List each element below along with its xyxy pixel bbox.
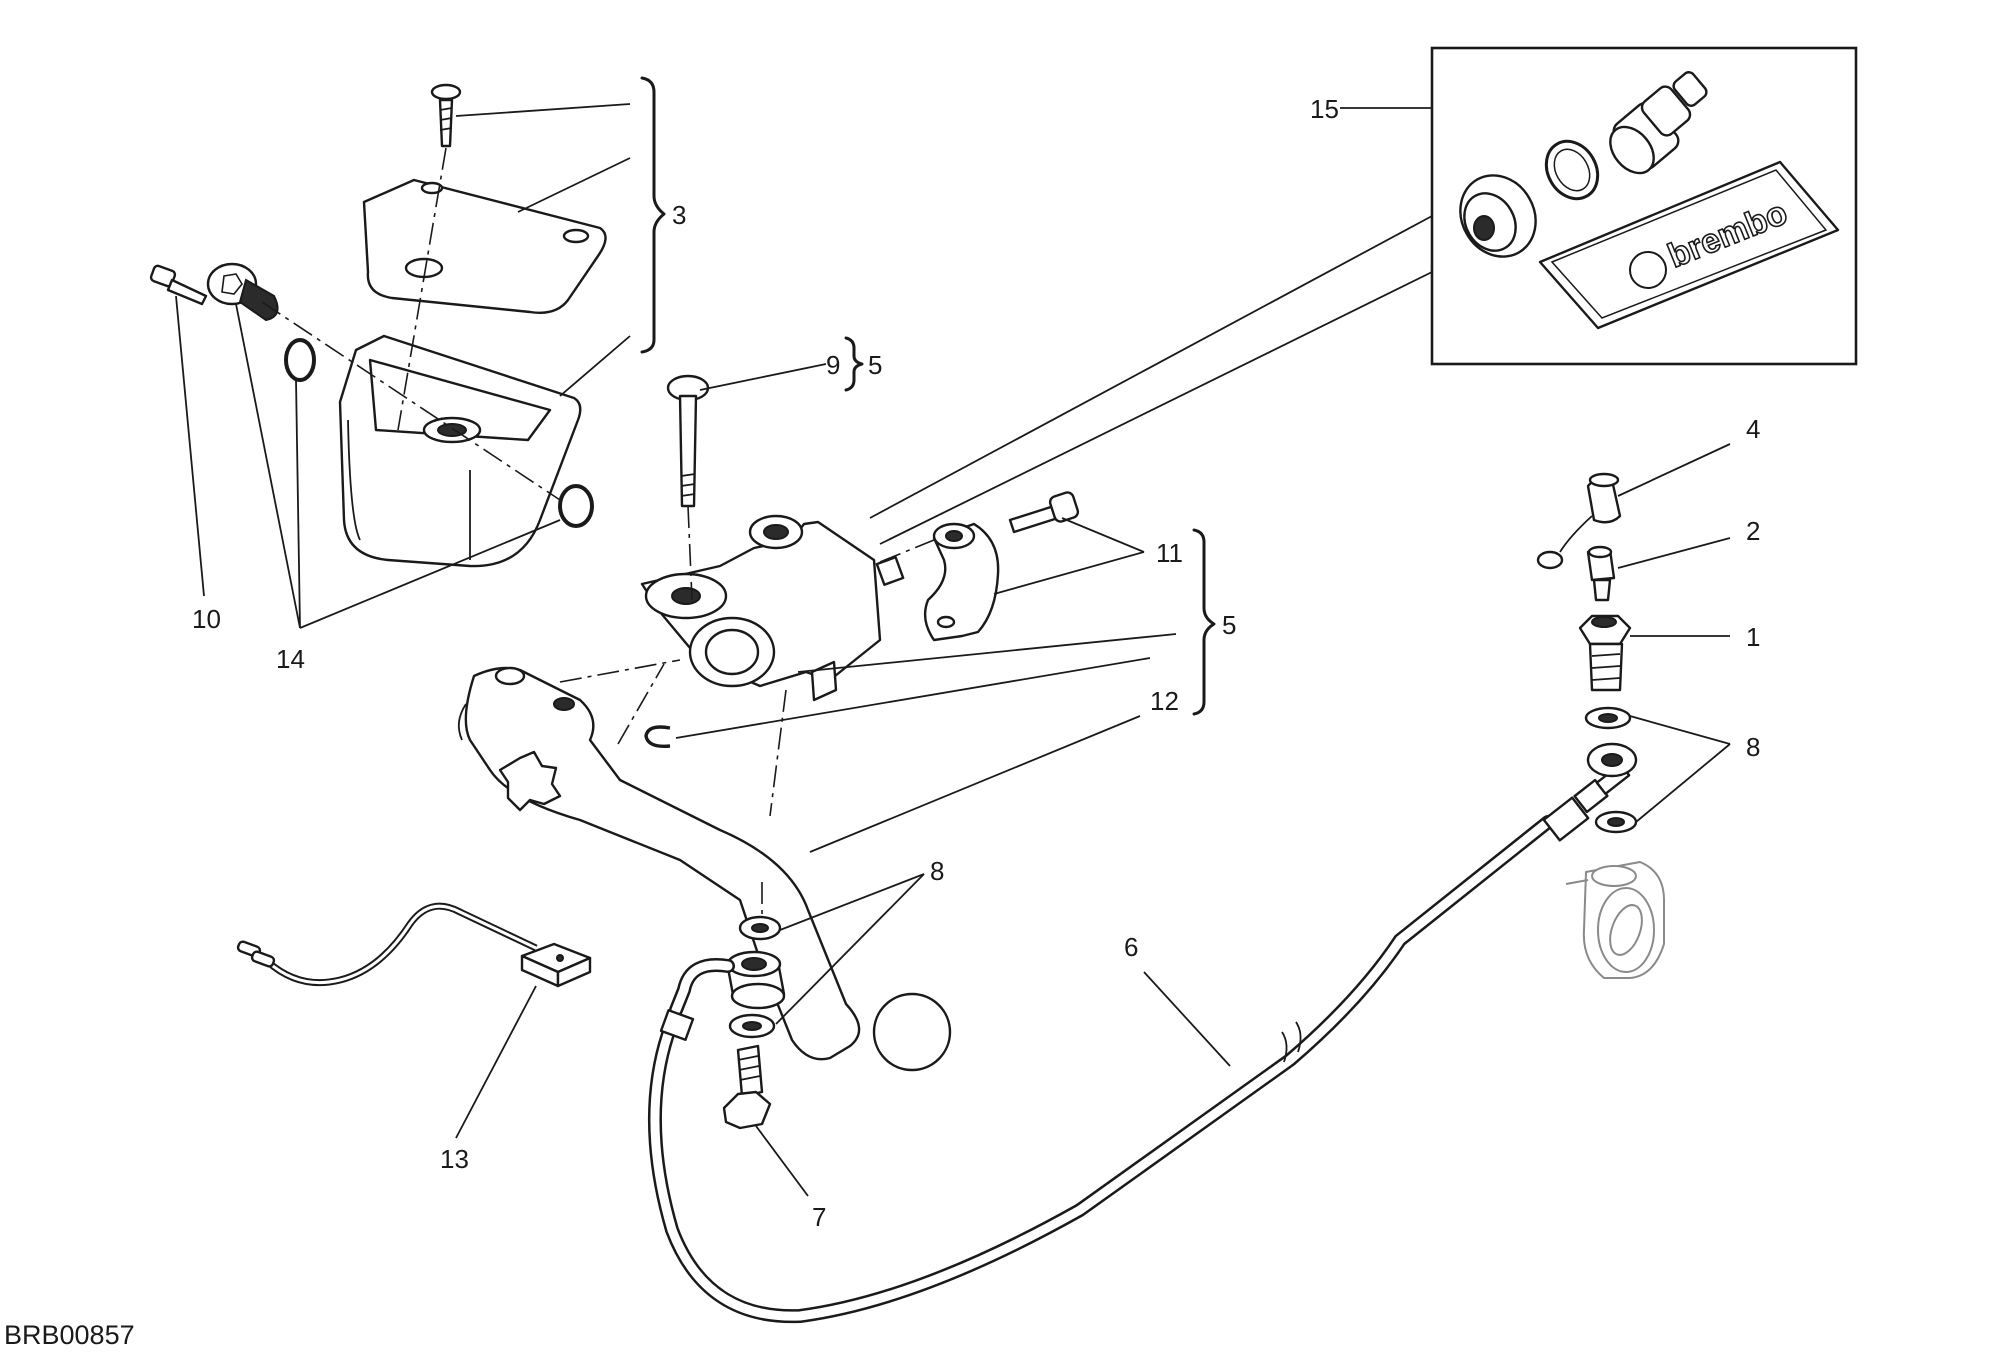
pivot-bolt-9 bbox=[666, 374, 710, 508]
lever-tip bbox=[872, 992, 952, 1072]
callout-1: 1 bbox=[1746, 622, 1760, 652]
kit-seal bbox=[1459, 174, 1537, 258]
callout-14: 14 bbox=[276, 644, 305, 674]
brembo-logo-icon bbox=[1629, 251, 1667, 289]
reservoir-cover bbox=[362, 178, 607, 314]
fitting-1 bbox=[1578, 614, 1632, 692]
brace-9 bbox=[844, 336, 864, 392]
slave-cylinder-ghost bbox=[1565, 861, 1665, 979]
callout-9: 9 bbox=[826, 350, 840, 380]
axis-lever-pin bbox=[617, 663, 665, 745]
axis-pivot bbox=[687, 505, 693, 601]
master-cylinder-body bbox=[640, 514, 905, 702]
brace-3 bbox=[640, 76, 666, 354]
axis-clamp bbox=[879, 539, 935, 563]
callout-4: 4 bbox=[1746, 414, 1760, 444]
axis-banjo bbox=[261, 301, 561, 501]
axis-lever-link bbox=[559, 659, 681, 683]
banjo-fitting bbox=[726, 950, 786, 1010]
callout-13: 13 bbox=[440, 1144, 469, 1174]
clutch-switch-13 bbox=[236, 902, 592, 988]
callout-3: 3 bbox=[672, 200, 686, 230]
banjo-bolt-14 bbox=[206, 262, 279, 322]
cover-screw bbox=[430, 83, 462, 148]
brace-5 bbox=[1192, 528, 1216, 716]
screw-10 bbox=[149, 264, 208, 306]
callout-2: 2 bbox=[1746, 516, 1760, 546]
kit-piston bbox=[1609, 71, 1708, 175]
callout-11: 11 bbox=[1156, 538, 1183, 568]
callout-12: 12 bbox=[1150, 686, 1179, 716]
leader-lines bbox=[175, 103, 1731, 1197]
callout-7: 7 bbox=[812, 1202, 826, 1232]
callout-labels: 1 2 3 4 5 5 6 7 8 8 9 10 11 12 13 14 15 bbox=[192, 94, 1760, 1232]
circlip-12 bbox=[644, 725, 671, 748]
callout-15: 15 bbox=[1310, 94, 1339, 124]
axis-cover-screw bbox=[397, 147, 447, 431]
banjo-right bbox=[1586, 742, 1638, 778]
callout-5-lower: 5 bbox=[1222, 610, 1236, 640]
callout-8-right: 8 bbox=[1746, 732, 1760, 762]
callout-5-upper: 5 bbox=[868, 350, 882, 380]
clutch-hose bbox=[647, 763, 1631, 1324]
kit-instruction-card: brembo bbox=[1538, 160, 1840, 330]
o-ring-upper bbox=[284, 338, 316, 382]
bleed-valve-2 bbox=[1586, 545, 1616, 602]
callout-6: 6 bbox=[1124, 932, 1138, 962]
callout-8-left: 8 bbox=[930, 856, 944, 886]
handlebar-clamp bbox=[923, 522, 1000, 642]
lever-adjuster-icon bbox=[498, 750, 562, 812]
drawing-code-label: BRB00857 bbox=[4, 1320, 135, 1350]
o-ring-lower bbox=[558, 484, 594, 528]
reservoir-body bbox=[338, 334, 582, 568]
axis-pushrod bbox=[769, 689, 787, 817]
clamp-screw bbox=[1008, 491, 1080, 534]
dust-cap-4 bbox=[1536, 472, 1622, 570]
banjo-bolt-7 bbox=[722, 1044, 772, 1130]
repair-kit-inset: brembo bbox=[1430, 46, 1858, 366]
callout-10: 10 bbox=[192, 604, 221, 634]
kit-circlip bbox=[1544, 139, 1600, 201]
